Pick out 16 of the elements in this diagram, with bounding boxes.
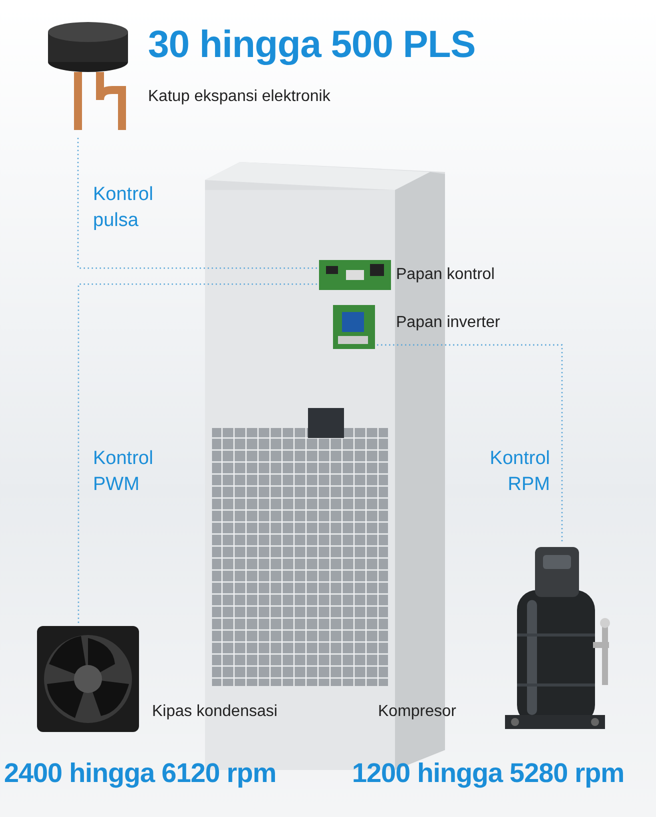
title-text: 30 hingga 500 PLS	[148, 24, 476, 67]
leader-line	[377, 344, 563, 544]
fan-drawing	[35, 624, 141, 734]
part-label: Kompresor	[378, 703, 456, 721]
edge-label: Kontrol pulsa	[93, 183, 154, 233]
part-label: Papan inverter	[396, 314, 500, 332]
part-label: Papan kontrol	[396, 266, 495, 284]
circuit-board-drawing	[332, 304, 376, 350]
edge-label: Kontrol RPM	[488, 447, 550, 497]
speed-value: 2400 hingga 6120 rpm	[4, 758, 276, 789]
part-label: Kipas kondensasi	[152, 703, 278, 721]
leader-line	[78, 283, 317, 623]
edge-label: Kontrol PWM	[93, 447, 154, 497]
leader-line	[77, 136, 317, 269]
speed-value: 1200 hingga 5280 rpm	[352, 758, 624, 789]
part-label: Katup ekspansi elektronik	[148, 88, 330, 106]
